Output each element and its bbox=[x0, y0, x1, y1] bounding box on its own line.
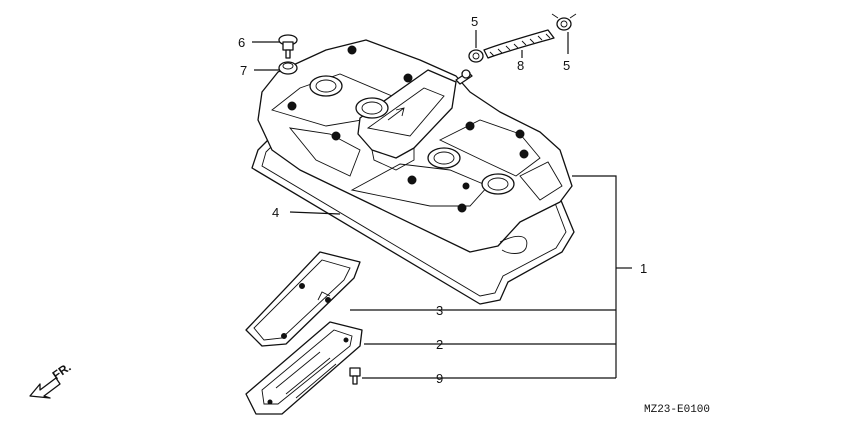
grommet-7 bbox=[278, 61, 298, 75]
bolt-6 bbox=[278, 34, 298, 59]
callout-8: 8 bbox=[517, 58, 524, 73]
breather-plate bbox=[245, 321, 363, 415]
callout-3: 3 bbox=[436, 303, 443, 318]
diagram-code: MZ23-E0100 bbox=[644, 404, 710, 416]
callout-1: 1 bbox=[640, 261, 647, 276]
breather-seal-gasket bbox=[245, 251, 361, 347]
callout-6: 6 bbox=[238, 35, 245, 50]
breather-hose bbox=[483, 29, 555, 59]
direction-label: FR. bbox=[50, 360, 74, 383]
leader-lines bbox=[252, 30, 632, 379]
front-direction-arrow-icon bbox=[29, 377, 61, 399]
callout-5-right: 5 bbox=[563, 58, 570, 73]
callout-7: 7 bbox=[240, 63, 247, 78]
callout-5-left: 5 bbox=[471, 14, 478, 29]
cylinder-head-cover bbox=[257, 39, 573, 254]
bolt-9 bbox=[349, 367, 361, 385]
hose-clip-right bbox=[551, 13, 577, 31]
callout-2: 2 bbox=[436, 337, 443, 352]
callout-9: 9 bbox=[436, 371, 443, 386]
hose-clip-left bbox=[468, 49, 484, 63]
callout-4: 4 bbox=[272, 205, 279, 220]
